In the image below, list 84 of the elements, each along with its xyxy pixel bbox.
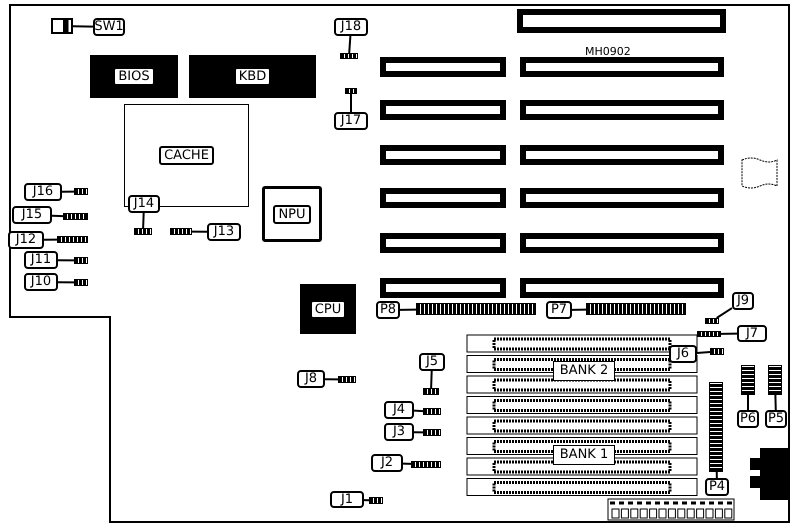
jumper-pins [74, 188, 88, 195]
leader-line [364, 499, 370, 502]
leader-line [142, 212, 145, 228]
callout-label: J10 [24, 273, 58, 291]
chip-label: NPU [273, 204, 311, 224]
leader-line [414, 410, 424, 412]
jumper-pins [705, 318, 719, 324]
leader-line [696, 351, 710, 354]
callout-label: J16 [24, 183, 62, 201]
leader-line [720, 332, 738, 335]
leader-line [774, 394, 777, 410]
leader-line [52, 214, 64, 218]
jumper-pins [416, 303, 536, 315]
chip-label: CPU [310, 300, 346, 318]
callout-label: J17 [334, 112, 368, 130]
jumper-pins [369, 497, 383, 504]
jumper-pins [710, 348, 724, 355]
board-id-text: MH0902 [585, 45, 631, 58]
callout-label: SW1 [93, 18, 125, 36]
leader-line [350, 94, 352, 112]
bank-label: BANK 1 [553, 445, 615, 465]
jumper-pins [423, 408, 441, 415]
leader-line [402, 462, 412, 465]
leader-line [400, 308, 416, 311]
bank-label: BANK 2 [553, 361, 615, 381]
jumper-pins [134, 228, 152, 235]
jumper-pins [741, 365, 755, 395]
jumper-pins [586, 303, 686, 315]
chip-label: BIOS [113, 67, 155, 86]
jumper-pins [74, 279, 88, 286]
chip [189, 55, 316, 98]
callout-label: P5 [765, 410, 787, 428]
callout-label: J6 [669, 345, 697, 363]
callout-label: J8 [297, 370, 325, 388]
jumper-pins [338, 376, 356, 383]
callout-label: J13 [207, 223, 241, 241]
leader-line [747, 395, 749, 410]
jumper-pins [423, 429, 441, 436]
jumper-pins [57, 236, 88, 243]
callout-label: J5 [419, 353, 445, 371]
leader-line [62, 190, 74, 193]
jumper-pins [709, 382, 723, 472]
callout-label: J9 [732, 292, 754, 310]
switch-icon [51, 18, 73, 34]
callout-label: P4 [705, 478, 729, 496]
leader-line [58, 259, 74, 262]
leader-line [324, 378, 338, 380]
jumper-pins [345, 88, 357, 94]
leader-line [414, 431, 424, 434]
leader-line [44, 238, 58, 241]
npu-chip [262, 186, 322, 242]
leader-line [192, 230, 208, 233]
callout-label: J7 [737, 325, 767, 342]
leader-line [58, 281, 74, 284]
jumper-pins [697, 331, 721, 337]
leader-line [72, 25, 94, 28]
jumper-pins [74, 257, 88, 264]
callout-label: J4 [384, 401, 414, 419]
callout-label: P6 [737, 410, 759, 428]
chip [300, 284, 356, 334]
jumper-pins [423, 388, 439, 395]
leader-line [430, 370, 433, 388]
callout-label: J1 [330, 491, 364, 508]
callout-label: J18 [334, 18, 368, 36]
leader-line [572, 308, 586, 311]
callout-label: J15 [12, 206, 52, 224]
leader-line [716, 472, 718, 478]
jumper-pins [170, 228, 192, 235]
leader-line [348, 36, 352, 54]
callout-label: P7 [546, 301, 572, 319]
jumper-pins [768, 365, 782, 395]
callout-label: J3 [384, 423, 414, 441]
callout-label: J11 [24, 251, 58, 269]
callout-label: J14 [128, 195, 160, 213]
jumper-pins [411, 461, 441, 468]
jumper-pins [340, 53, 358, 59]
leader-line [716, 307, 733, 319]
callout-label: J2 [371, 454, 403, 472]
callout-label: J12 [8, 231, 44, 249]
chip [90, 55, 178, 98]
chip-label: KBD [234, 67, 272, 86]
callout-label: P8 [376, 301, 400, 319]
chip-label: CACHE [159, 146, 214, 165]
jumper-pins [63, 213, 88, 220]
